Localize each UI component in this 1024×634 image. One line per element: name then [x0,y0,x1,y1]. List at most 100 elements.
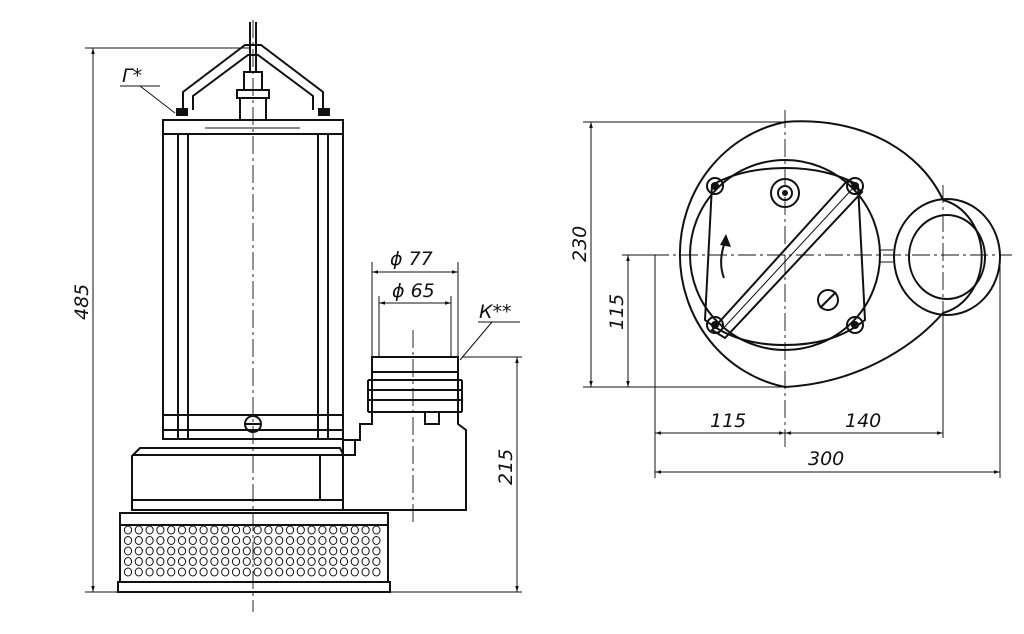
strainer-hole [264,567,273,577]
strainer-hole [296,557,305,566]
strainer-hole [285,536,295,545]
strainer-hole [264,557,273,566]
strainer-hole [156,525,165,535]
strainer-hole [210,546,219,556]
strainer [117,512,391,593]
dim-plan-horizontal: 115 140 [654,255,1001,478]
strainer-hole [231,557,241,566]
strainer-hole [350,546,359,556]
strainer-hole [318,546,327,556]
rotation-arrow-icon [720,241,726,279]
strainer-hole [199,546,208,556]
strainer-hole [329,567,338,577]
strainer-hole [134,536,143,545]
strainer-hole [329,557,338,566]
strainer-hole [318,567,327,577]
strainer-hole [318,525,327,535]
strainer-hole [221,546,230,556]
dim-140-label: 140 [845,410,881,432]
strainer-hole [177,536,187,545]
strainer-hole [221,525,230,535]
strainer-hole [253,546,262,556]
strainer-hole [242,557,251,566]
dim-plan-depth: 230 [569,121,790,388]
strainer-hole [177,567,187,577]
strainer-hole [242,525,251,535]
strainer-hole [242,536,251,545]
dim-115-horizontal-label: 115 [710,410,746,432]
strainer-hole [296,525,305,535]
volute-outline [678,120,983,389]
strainer-hole [156,557,165,566]
strainer-hole [307,557,316,566]
strainer-hole [123,525,133,535]
strainer-hole [134,567,143,577]
g-mark-label: Г* [122,65,142,87]
strainer-hole [253,567,262,577]
strainer-hole [188,536,197,545]
dim-300-label: 300 [808,448,844,470]
strainer-hole [167,546,176,556]
strainer-hole [145,557,154,566]
outlet-branch [342,356,467,511]
strainer-hole [264,546,273,556]
strainer-hole [296,546,305,556]
strainer-hole [307,567,316,577]
strainer-hole [307,525,316,535]
strainer-hole [199,525,208,535]
outlet-inner-ring [908,214,986,300]
g-mark-callout: Г* [120,65,176,114]
strainer-hole [188,525,197,535]
strainer-hole [275,525,284,535]
strainer-hole [167,536,176,545]
strainer-hole [231,525,241,535]
strainer-hole [253,525,262,535]
strainer-hole [307,546,316,556]
strainer-hole [285,525,295,535]
strainer-hole [361,567,370,577]
strainer-hole [361,546,370,556]
dim-plan-width: 300 [655,448,1000,474]
dim-230-label: 230 [569,226,591,262]
strainer-hole [253,536,262,545]
strainer-hole [329,546,338,556]
strainer-hole [242,546,251,556]
strainer-hole [199,557,208,566]
strainer-hole [145,567,154,577]
strainer-hole [134,557,143,566]
strainer-hole [339,546,349,556]
strainer-hole [264,525,273,535]
strainer-hole [123,536,133,545]
strainer-hole [210,557,219,566]
cable-gland-icon [770,178,800,208]
strainer-hole [156,546,165,556]
dim-77-label: ϕ 77 [390,248,433,270]
strainer-hole [242,567,251,577]
strainer-hole [210,536,219,545]
strainer-hole [296,536,305,545]
strainer-hole [318,536,327,545]
strainer-hole [275,567,284,577]
strainer-hole [275,536,284,545]
strainer-hole [318,557,327,566]
dim-outlet-outer: ϕ 77 [371,248,459,357]
strainer-hole [275,546,284,556]
strainer-hole [134,525,143,535]
dim-plan-half-depth: 115 [606,254,660,387]
strainer-hole [221,536,230,545]
strainer-hole [123,546,133,556]
strainer-hole [145,525,154,535]
dim-215-label: 215 [495,449,517,485]
strainer-hole [231,536,241,545]
strainer-hole [231,567,241,577]
strainer-hole [329,536,338,545]
strainer-hole [339,557,349,566]
strainer-hole [339,525,349,535]
strainer-hole [123,567,133,577]
strainer-hole [372,546,381,556]
strainer-hole [339,567,349,577]
strainer-hole [285,557,295,566]
plan-view: 230 115 115 140 300 [569,110,1012,478]
dim-485-label: 485 [71,284,93,320]
